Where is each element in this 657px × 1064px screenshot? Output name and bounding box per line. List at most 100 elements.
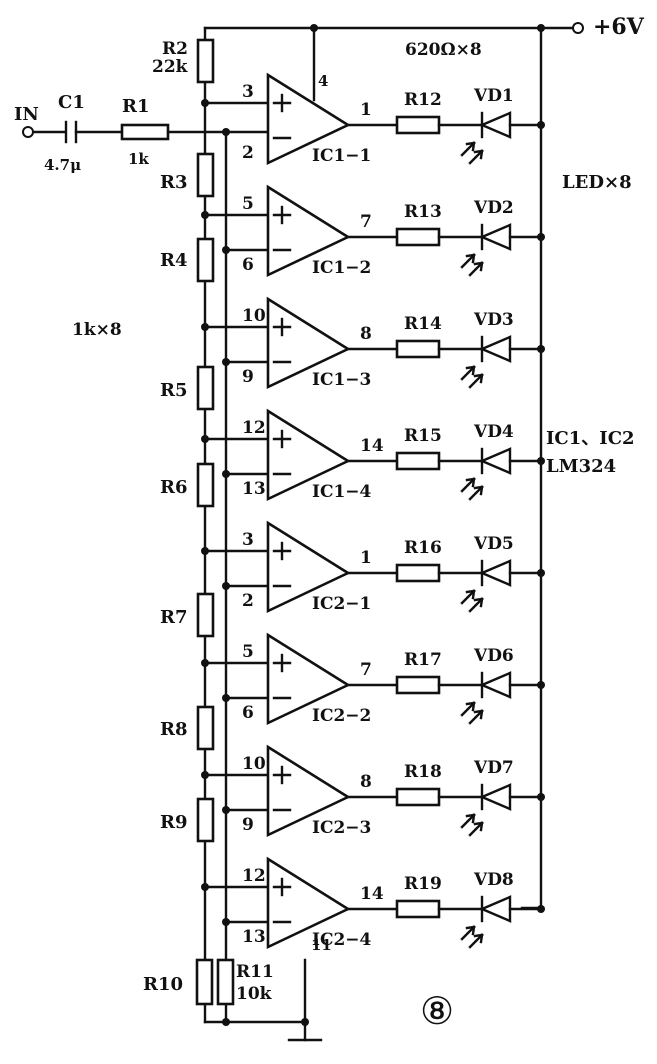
opamp-triangle <box>266 632 351 726</box>
led-diode-icon <box>478 111 512 139</box>
pin-out-label: 1 <box>360 548 372 568</box>
light-emission-icon <box>460 477 484 501</box>
opamp-triangle <box>266 184 351 278</box>
r10-resistor <box>195 958 214 1006</box>
light-emission-icon <box>460 589 484 613</box>
ladder-resistor-label: R9 <box>160 812 187 833</box>
ic-type-label: LM324 <box>546 456 616 477</box>
led-name-label: VD5 <box>473 534 514 554</box>
ladder-resistor-r3 <box>196 152 215 198</box>
led-diode-icon <box>478 671 512 699</box>
r11-name-label: R11 <box>236 962 274 982</box>
led-diode-icon <box>478 895 512 923</box>
led-name-label: VD4 <box>473 422 514 442</box>
ladder-resistor-label: R10 <box>143 974 183 995</box>
figure-number: ⑧ <box>420 989 454 1033</box>
current-limit-resistor <box>395 227 441 247</box>
light-emission-icon <box>460 253 484 277</box>
gnd-pin-label: 11 <box>311 936 332 954</box>
led-name-label: VD3 <box>473 310 514 330</box>
opamp-triangle <box>266 856 351 950</box>
r11-resistor <box>216 958 235 1006</box>
light-emission-icon <box>460 701 484 725</box>
pin-minus-label: 2 <box>242 591 254 611</box>
ladder-resistor-r8 <box>196 705 215 751</box>
pin-minus-label: 13 <box>242 479 266 499</box>
led-name-label: VD2 <box>473 198 514 218</box>
pin-out-label: 7 <box>360 212 372 232</box>
ladder-resistor-r9 <box>196 797 215 843</box>
opamp-name-label: IC2−4 <box>312 930 372 950</box>
supply-rail <box>203 22 584 102</box>
ground <box>287 958 323 1042</box>
current-limit-resistor <box>395 787 441 807</box>
resistor-name-label: R16 <box>404 538 442 558</box>
input-label: IN <box>14 104 39 125</box>
c1-value-label: 4.7μ <box>44 156 81 174</box>
ladder-resistor-label: R5 <box>160 380 187 401</box>
r1-value-label: 1k <box>128 150 149 168</box>
ladder-resistor-label: R7 <box>160 607 187 628</box>
ladder-resistor-r6 <box>196 462 215 508</box>
opamp-name-label: IC1−4 <box>312 482 372 502</box>
supply-label: +6V <box>593 14 645 40</box>
pin-plus-label: 3 <box>242 82 254 102</box>
led-anode-bus <box>520 26 543 910</box>
resistor-name-label: R13 <box>404 202 442 222</box>
resistor-name-label: R12 <box>404 90 442 110</box>
ladder-resistor-label: R6 <box>160 477 187 498</box>
ic-names-label: IC1、IC2 <box>546 428 635 449</box>
ladder-resistor-r7 <box>196 592 215 638</box>
pin-minus-label: 6 <box>242 703 254 723</box>
led-count-label: LED×8 <box>562 172 632 193</box>
opamp-triangle <box>266 408 351 502</box>
opamp-triangle <box>266 296 351 390</box>
ladder-resistor-r5 <box>196 365 215 411</box>
pin-out-label: 14 <box>360 884 384 904</box>
vcc-pin-label: 4 <box>318 72 328 90</box>
led-name-label: VD1 <box>473 86 514 106</box>
c1-name-label: C1 <box>58 92 85 113</box>
resistor-name-label: R19 <box>404 874 442 894</box>
r11-value-label: 10k <box>236 984 273 1004</box>
light-emission-icon <box>460 925 484 949</box>
opamp-triangle <box>266 520 351 614</box>
resistor-name-label: R17 <box>404 650 442 670</box>
current-limit-resistor <box>395 115 441 135</box>
opamp-name-label: IC2−3 <box>312 818 371 838</box>
light-emission-icon <box>460 141 484 165</box>
led-diode-icon <box>478 335 512 363</box>
led-diode-icon <box>478 559 512 587</box>
current-limit-resistor <box>395 563 441 583</box>
pin-minus-label: 13 <box>242 927 266 947</box>
pin-plus-label: 10 <box>242 754 266 774</box>
led-name-label: VD8 <box>473 870 514 890</box>
current-limit-resistor <box>395 675 441 695</box>
current-limit-resistor <box>395 451 441 471</box>
led-name-label: VD6 <box>473 646 514 666</box>
ladder-resistor-label: R4 <box>160 250 187 271</box>
r1-name-label: R1 <box>122 96 149 117</box>
current-limit-resistor <box>395 339 441 359</box>
led-name-label: VD7 <box>473 758 514 778</box>
opamp-triangle <box>266 72 351 166</box>
led-diode-icon <box>478 783 512 811</box>
pin-out-label: 8 <box>360 772 372 792</box>
opamp-name-label: IC1−2 <box>312 258 371 278</box>
led-diode-icon <box>478 223 512 251</box>
opamp-name-label: IC2−1 <box>312 594 371 614</box>
pin-minus-label: 9 <box>242 815 254 835</box>
r2-value-label: 22k <box>152 57 189 77</box>
light-emission-icon <box>460 365 484 389</box>
r2-name-label: R2 <box>162 39 188 59</box>
ladder-resistor-r4 <box>196 237 215 283</box>
